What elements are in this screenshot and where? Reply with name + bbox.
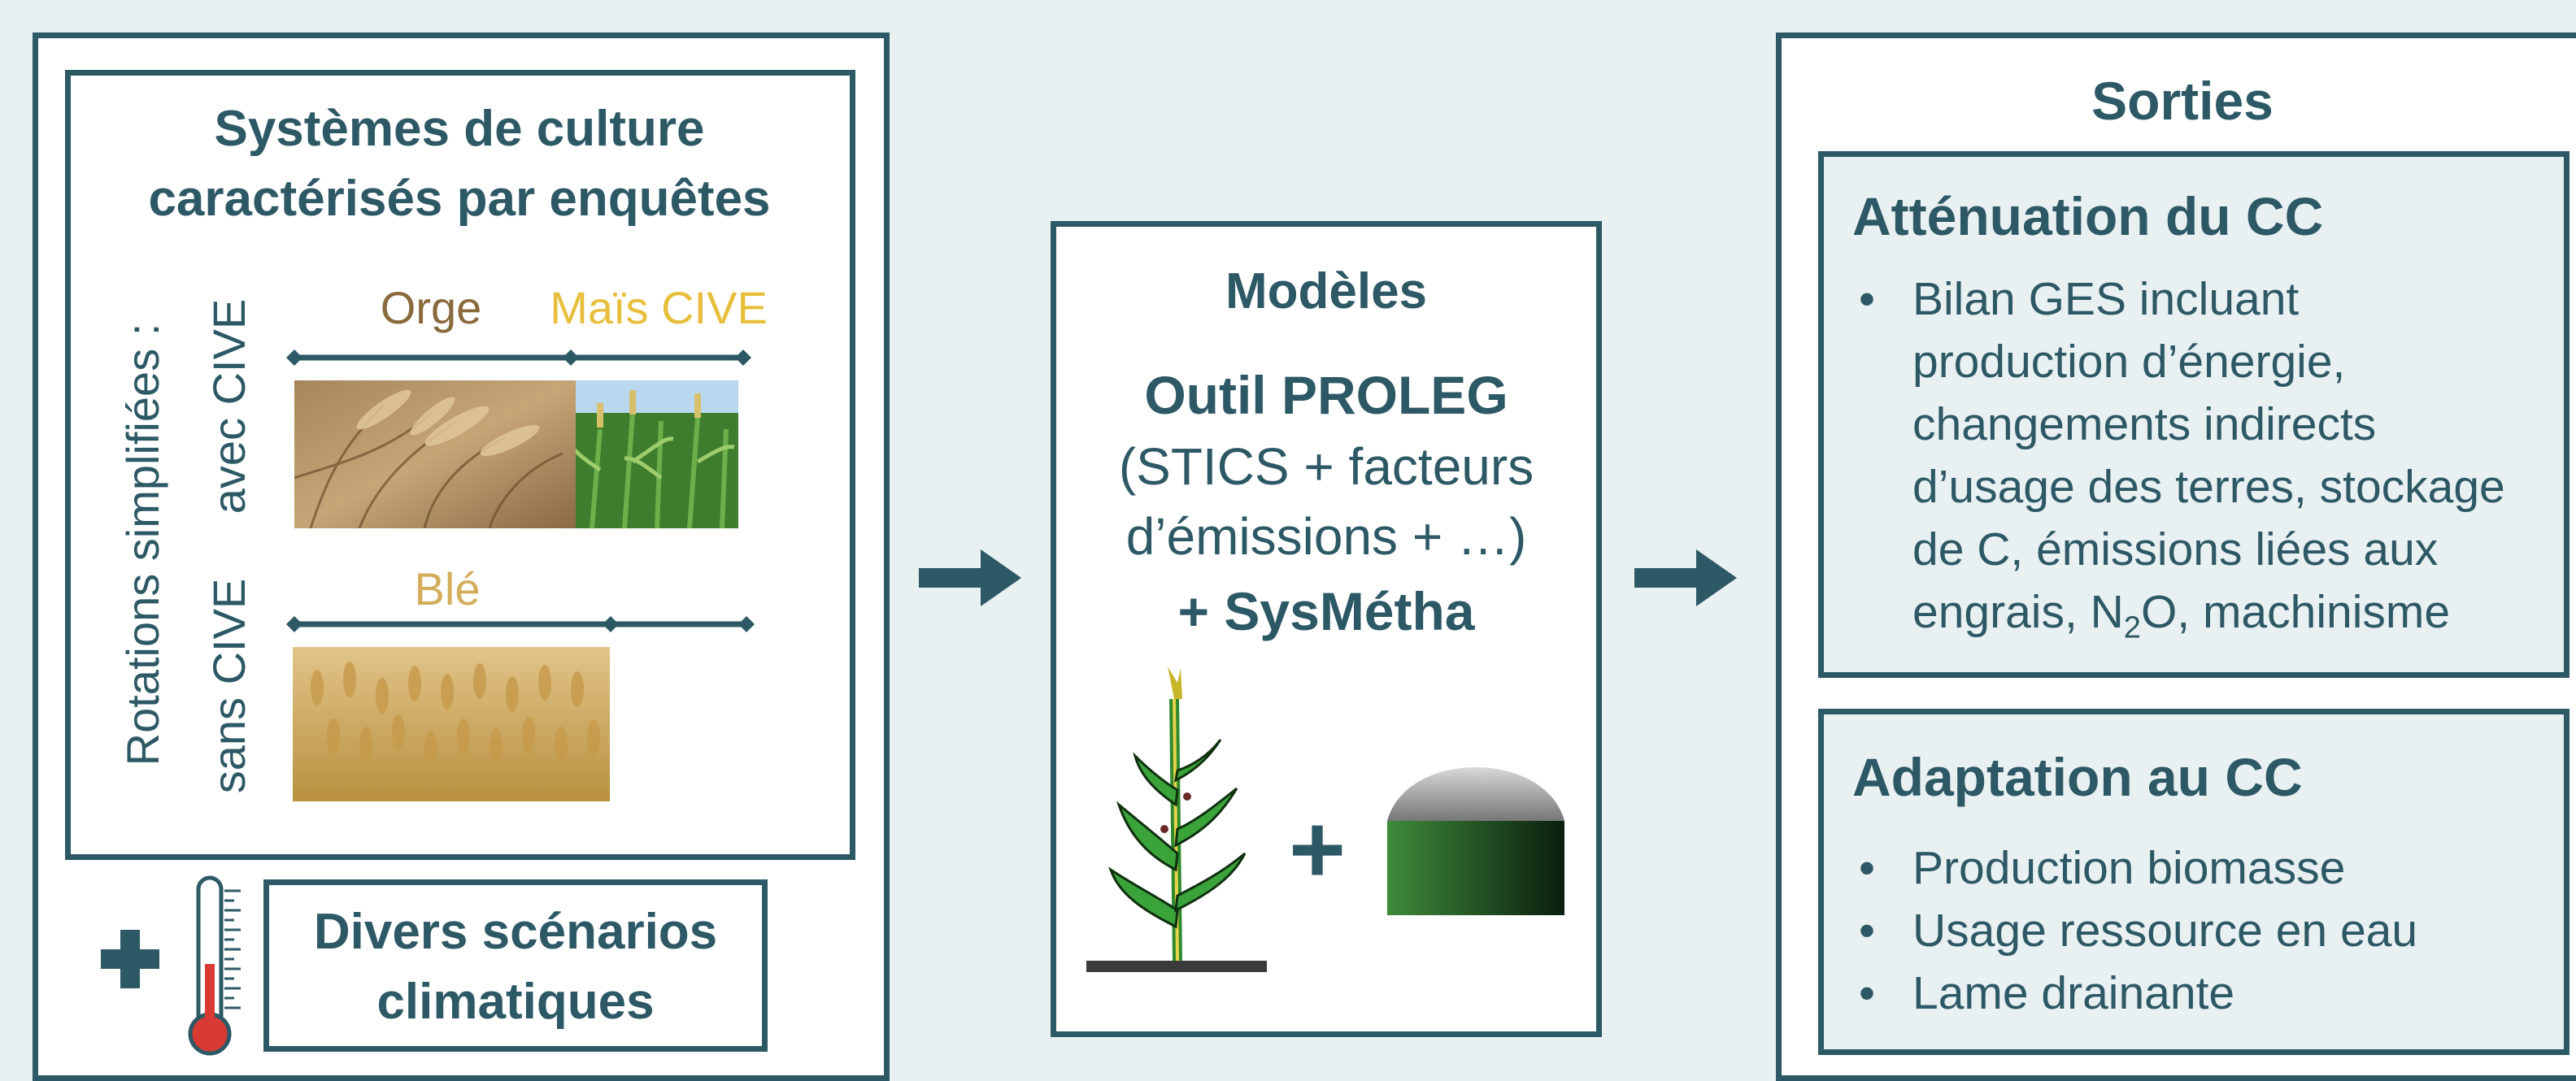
models-plus: + bbox=[1288, 795, 1347, 904]
plus-sign-left bbox=[101, 930, 159, 988]
biogas-digester-icon bbox=[1387, 767, 1564, 915]
mitigation-line6-pre: engrais, N bbox=[1912, 586, 2124, 638]
sysmetha: + SysMétha bbox=[1177, 581, 1475, 641]
crop-mais-cive-label: Maïs CIVE bbox=[550, 282, 768, 333]
mitigation-bullet: Bilan GES incluant production d’énergie,… bbox=[1859, 268, 2558, 644]
mitigation-line3: changements indirects bbox=[1912, 398, 2377, 450]
rotations-label: Rotations simplifiées : bbox=[117, 323, 168, 766]
mitigation-title: Atténuation du CC bbox=[1852, 186, 2324, 246]
mitigation-line4: d’usage des terres, stockage bbox=[1912, 461, 2505, 513]
climate-scenarios-line1: Divers scénarios bbox=[313, 904, 718, 960]
adaptation-title: Adaptation au CC bbox=[1852, 747, 2303, 807]
adaptation-item-3: Lame drainante bbox=[1859, 962, 2558, 1025]
wheat-field-image bbox=[293, 647, 610, 801]
climate-scenarios-box bbox=[263, 879, 768, 1052]
models-line2: d’émissions + …) bbox=[1125, 507, 1527, 566]
crop-orge-label: Orge bbox=[380, 282, 482, 333]
mitigation-line1: Bilan GES incluant bbox=[1912, 273, 2300, 325]
climate-scenarios-line2: climatiques bbox=[376, 974, 655, 1030]
proleg-tool: Outil PROLEG bbox=[1144, 365, 1508, 425]
adaptation-list: Production biomasse Usage ressource en e… bbox=[1859, 837, 2558, 1025]
corn-plant-icon bbox=[1086, 666, 1267, 972]
arrow-right-1 bbox=[919, 549, 1021, 606]
arrow-right-2 bbox=[1634, 549, 1737, 606]
mitigation-line6-post: O, machinisme bbox=[2140, 586, 2451, 638]
mitigation-line5: de C, émissions liées aux bbox=[1912, 523, 2439, 575]
adaptation-item-1: Production biomasse bbox=[1859, 837, 2558, 900]
barley-field-image bbox=[294, 380, 576, 528]
outputs-title: Sorties bbox=[2091, 71, 2274, 131]
adaptation-item-2: Usage ressource en eau bbox=[1859, 900, 2558, 962]
maize-field-image bbox=[576, 380, 738, 528]
crop-ble-label: Blé bbox=[414, 563, 481, 614]
without-cive-label: sans CIVE bbox=[203, 578, 255, 794]
thermometer-icon bbox=[188, 875, 241, 1056]
cropping-systems-title-line1: Systèmes de culture bbox=[214, 101, 705, 157]
with-cive-label: avec CIVE bbox=[203, 298, 255, 514]
models-title: Modèles bbox=[1225, 263, 1428, 319]
models-line1: (STICS + facteurs bbox=[1118, 437, 1534, 496]
mitigation-line2: production d’énergie, bbox=[1912, 336, 2346, 388]
mitigation-list: Bilan GES incluant production d’énergie,… bbox=[1859, 268, 2558, 644]
cropping-systems-title-line2: caractérisés par enquêtes bbox=[148, 171, 771, 227]
n2o-subscript: 2 bbox=[2123, 610, 2141, 645]
